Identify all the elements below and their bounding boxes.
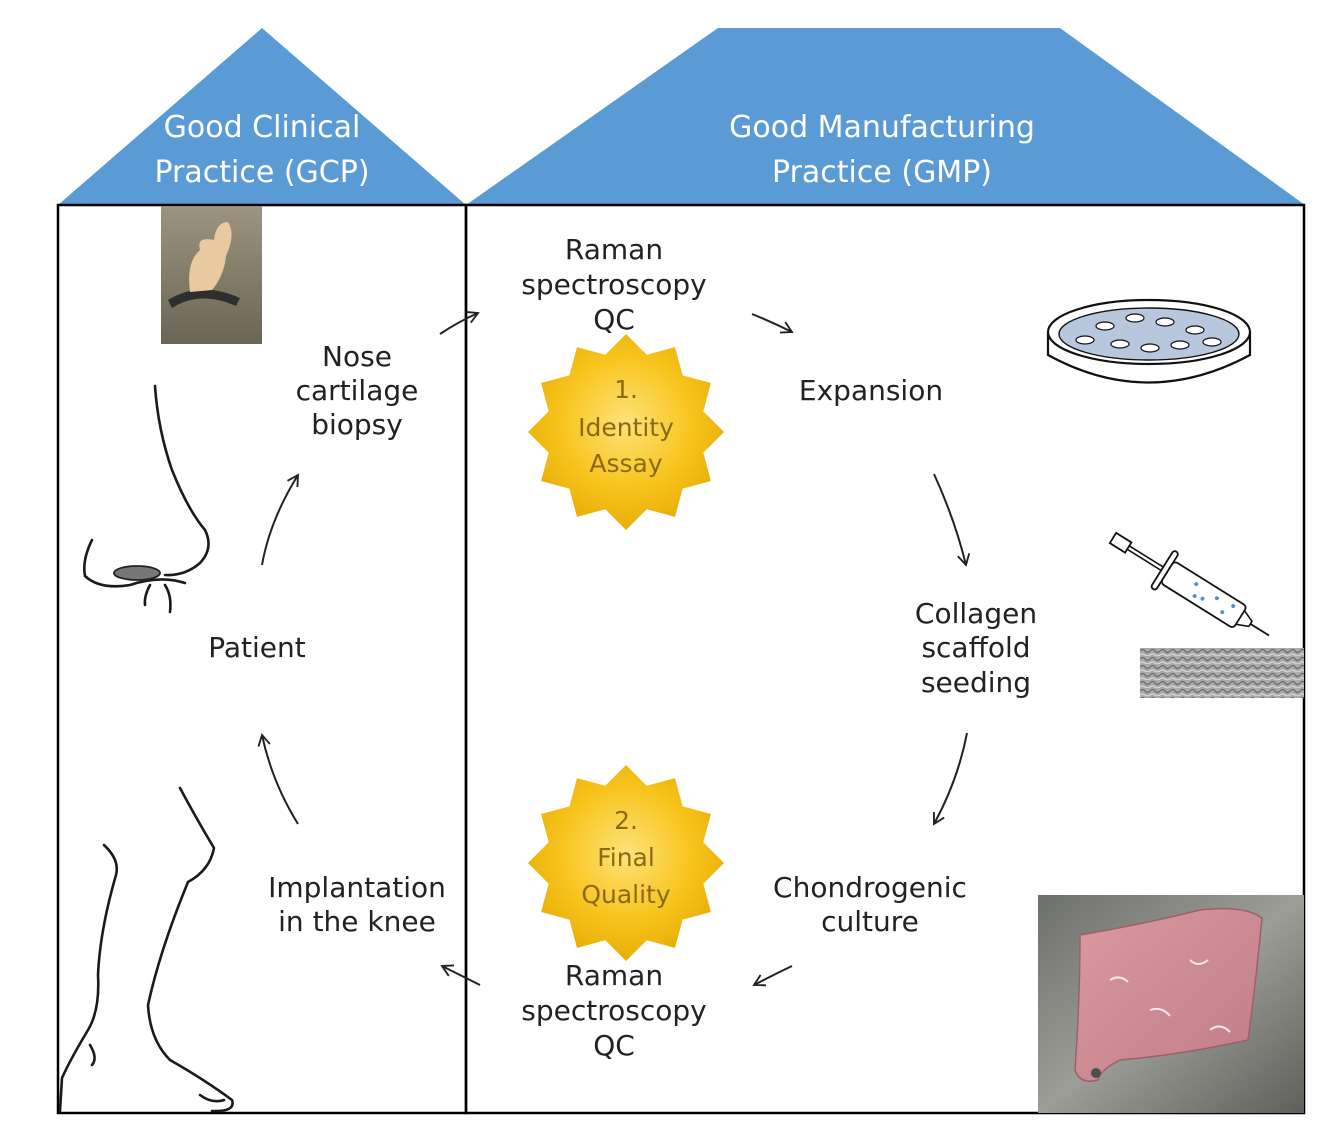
collagen-scaffold-image (1140, 648, 1304, 698)
cartilage-construct-photo (1038, 895, 1304, 1113)
arrow-raman-to-implant (440, 964, 481, 986)
chondrogenic-culture-line2: culture (821, 905, 919, 938)
collagen-seeding-line3: seeding (921, 666, 1031, 699)
gcp-title-line1: Good Clinical (164, 110, 361, 145)
arrow-seeding-to-culture (932, 732, 968, 826)
syringe-icon (1108, 531, 1270, 637)
identity-badge-line2: Identity (578, 413, 674, 442)
identity-badge-line3: Assay (589, 449, 662, 478)
raman-qc-top-line1: Raman (565, 233, 663, 266)
arrow-culture-to-raman (752, 965, 793, 987)
raman-qc-top-line2: spectroscopy (521, 268, 706, 301)
gmp-title-line1: Good Manufacturing (729, 110, 1035, 145)
raman-qc-bottom-line3: QC (593, 1029, 635, 1062)
arrow-biopsy-to-raman (439, 311, 480, 335)
patient-label: Patient (208, 631, 306, 664)
identity-badge-line1: 1. (614, 375, 638, 404)
raman-qc-bottom-line1: Raman (565, 959, 663, 992)
nose-biopsy-label-line1: Nose (322, 340, 392, 373)
gcp-roof (58, 28, 466, 205)
raman-qc-top-line3: QC (593, 303, 635, 336)
arrow-implant-to-patient (257, 733, 299, 825)
identity-assay-badge: 1. Identity Assay (528, 334, 724, 530)
cartilage-biopsy-photo (161, 206, 262, 344)
collagen-seeding-line2: scaffold (921, 631, 1030, 664)
arrow-raman-to-expansion (751, 313, 794, 334)
final-badge-line3: Quality (581, 880, 671, 909)
implantation-label-line2: in the knee (278, 905, 436, 938)
nose-biopsy-label-line3: biopsy (311, 408, 403, 441)
arrow-patient-to-biopsy (261, 473, 300, 566)
final-badge-line2: Final (597, 843, 655, 872)
final-quality-badge: 2. Final Quality (528, 765, 724, 961)
leg-sketch (58, 786, 234, 1113)
chondrogenic-culture-line1: Chondrogenic (773, 871, 967, 904)
expansion-label: Expansion (799, 374, 943, 407)
collagen-seeding-line1: Collagen (915, 597, 1037, 630)
gmp-roof-shape (466, 28, 1305, 205)
nose-biopsy-label-line2: cartilage (296, 374, 419, 407)
nose-sketch (83, 384, 210, 614)
gmp-title-line2: Practice (GMP) (772, 155, 992, 190)
gcp-title-line2: Practice (GCP) (154, 155, 369, 190)
implantation-label-line1: Implantation (268, 871, 446, 904)
raman-qc-bottom-line2: spectroscopy (521, 994, 706, 1027)
petri-dish-icon (1046, 298, 1252, 384)
arrow-expansion-to-seeding (933, 473, 971, 567)
final-badge-line1: 2. (614, 806, 638, 835)
